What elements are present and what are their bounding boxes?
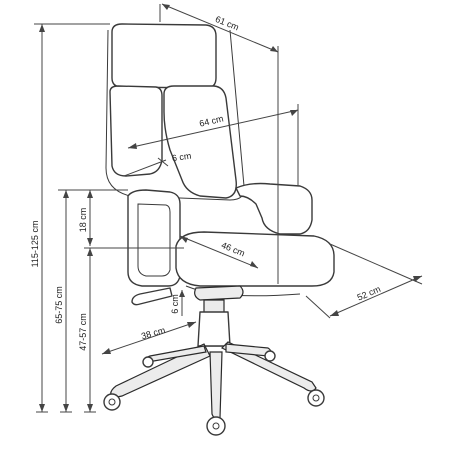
backrest-lower-right (163, 85, 237, 199)
dim-armrest-to-seat (87, 190, 93, 246)
label-backrest-gap: 6 cm (171, 151, 192, 164)
dim-gas-lift (179, 290, 185, 316)
label-base-radius: 38 cm (140, 325, 166, 341)
label-depth: 61 cm (214, 14, 240, 32)
label-armrest-to-seat: 18 cm (78, 208, 88, 233)
caster-front (206, 416, 226, 436)
base-leg-front (209, 351, 223, 420)
dim-seat-height (58, 189, 128, 413)
armrest-inner (137, 203, 171, 277)
backrest-lower-left (109, 85, 163, 177)
caster-back-right (264, 350, 276, 362)
dim-backrest-gap (123, 157, 169, 177)
dim-width (127, 104, 299, 186)
office-chair (103, 23, 335, 436)
tilt-lever (131, 287, 173, 306)
dim-overall-height (34, 23, 110, 413)
dim-base-radius (101, 321, 197, 355)
seat-cushion (175, 231, 335, 287)
gas-lift-cover (197, 311, 231, 347)
label-gas-lift: 6 cm (170, 294, 180, 314)
seat-mechanism (194, 285, 244, 301)
label-seat-depth: 52 cm (356, 284, 382, 303)
armrest-right (235, 182, 313, 235)
dim-depth (159, 3, 279, 284)
backrest-upper (111, 23, 217, 89)
label-seat-height: 65-75 cm (54, 286, 64, 324)
dim-seat-depth (305, 243, 423, 319)
dim-armrest-height (84, 247, 184, 413)
dim-seat-width (179, 235, 259, 269)
label-overall-height: 115-125 cm (30, 221, 40, 268)
label-armrest-height: 47-57 cm (78, 313, 88, 351)
caster-front-right (307, 389, 325, 407)
caster-front-left (103, 393, 121, 411)
caster-back-left (142, 356, 154, 368)
base-leg-back-right (225, 343, 272, 357)
